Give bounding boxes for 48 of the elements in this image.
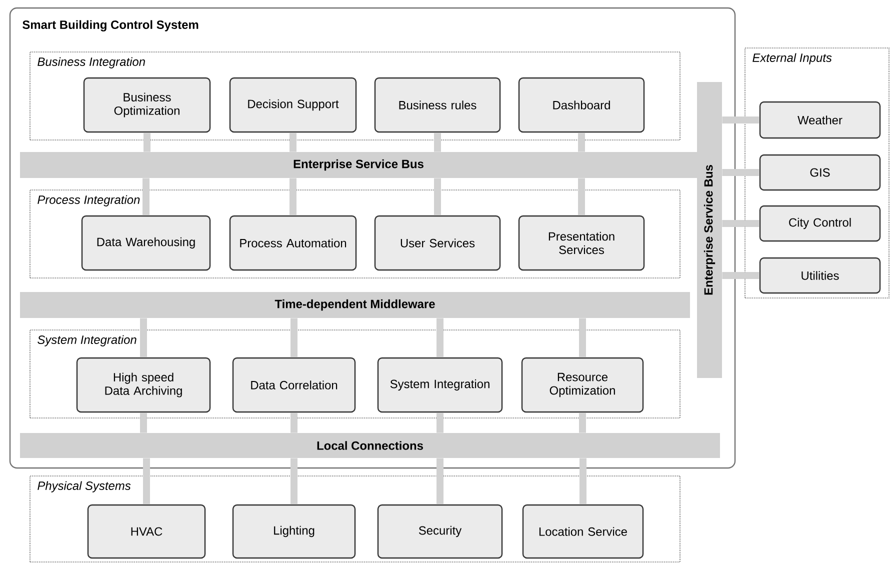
component-box: HVAC — [87, 504, 206, 559]
component-box: Decision Support — [229, 77, 357, 133]
connector — [722, 169, 760, 176]
connector — [578, 178, 585, 216]
connector — [290, 132, 296, 152]
connector — [578, 132, 585, 152]
connector — [142, 178, 150, 216]
bus-bar: Enterprise Service Bus — [697, 82, 722, 378]
connector — [143, 458, 150, 504]
component-box: High speed Data Archiving — [76, 357, 211, 413]
bus-bar: Time-dependent Middleware — [20, 292, 690, 318]
component-box: Weather — [759, 101, 881, 139]
component-box: City Control — [759, 205, 881, 242]
component-box: Resource Optimization — [521, 357, 644, 413]
connector — [436, 458, 444, 504]
connector — [290, 458, 298, 504]
component-box: Security — [377, 504, 503, 559]
connector — [290, 318, 298, 358]
component-box: Process Automation — [229, 215, 357, 271]
connector — [722, 220, 760, 227]
connector — [579, 318, 586, 358]
connector — [580, 458, 586, 504]
component-box: GIS — [759, 154, 881, 191]
component-box: User Services — [374, 215, 501, 271]
connector — [434, 178, 441, 216]
component-box: Business Optimization — [83, 77, 211, 133]
connector — [290, 178, 296, 216]
bus-bar: Local Connections — [20, 433, 720, 458]
component-box: Lighting — [232, 504, 356, 559]
connector — [722, 272, 760, 279]
component-box: Location Service — [522, 504, 644, 559]
connector — [140, 318, 147, 358]
component-box: Data Correlation — [232, 357, 356, 413]
component-box: Business rules — [374, 77, 501, 133]
component-box: Utilities — [759, 257, 881, 294]
connector — [436, 412, 444, 433]
connector — [290, 412, 298, 433]
connector — [434, 132, 441, 152]
component-box: System Integration — [377, 357, 503, 413]
connector — [436, 318, 444, 358]
component-box: Dashboard — [518, 77, 645, 133]
connector — [140, 412, 147, 433]
component-box: Presentation Services — [518, 215, 645, 271]
node-label: Enterprise Service Bus — [294, 159, 424, 171]
component-box: Data Warehousing — [81, 215, 211, 271]
connector — [722, 116, 760, 124]
connector — [579, 412, 586, 433]
connector — [144, 132, 150, 152]
